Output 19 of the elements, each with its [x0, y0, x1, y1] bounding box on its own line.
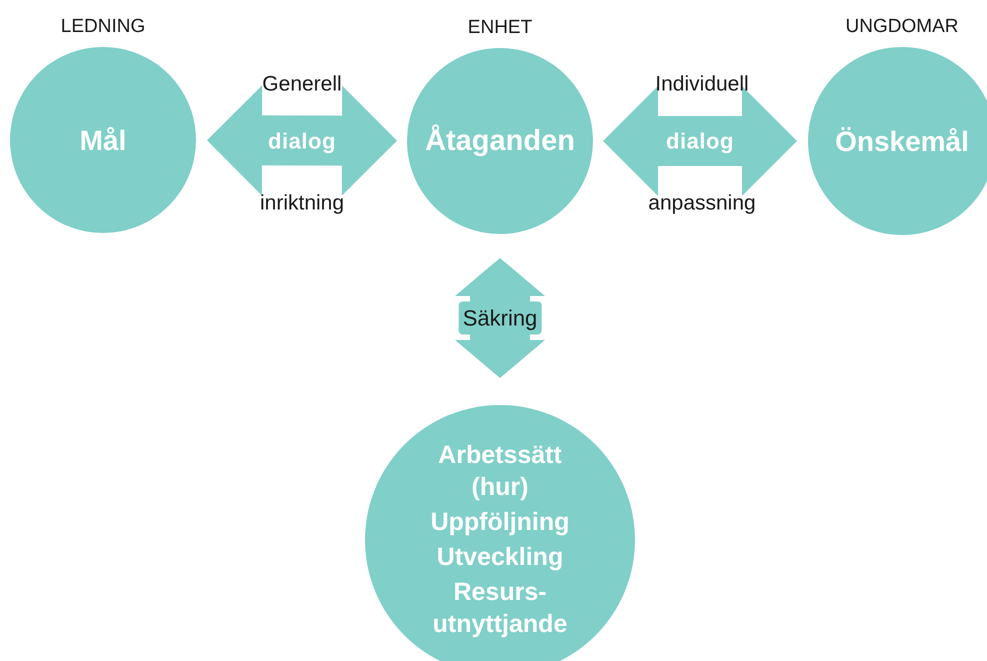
edge-label: Säkring [458, 302, 542, 334]
circle-text: Önskemål [835, 124, 969, 158]
circle-text: Utveckling [436, 542, 564, 573]
arrow-caption: anpassning [648, 190, 756, 216]
circle-text: Uppföljning [430, 506, 570, 538]
circle-text: Arbetssätt (hur) [437, 440, 563, 502]
double-arrow [207, 85, 397, 196]
column-heading: UNGDOMAR [846, 15, 958, 39]
arrow-caption: inriktning [260, 190, 344, 216]
edge-label: dialog [268, 127, 336, 156]
edge-label: dialog [666, 128, 734, 156]
circle-text: Åtaganden [425, 123, 575, 159]
arrow-caption: Generell [262, 71, 342, 98]
circle-text: Resurs- utnyttjande [432, 577, 568, 640]
arrow-caption: Individuell [655, 71, 749, 98]
column-heading: LEDNING [60, 15, 146, 39]
circle-text: Mål [80, 124, 126, 158]
column-heading: ENHET [468, 16, 532, 40]
double-arrow [603, 86, 797, 196]
